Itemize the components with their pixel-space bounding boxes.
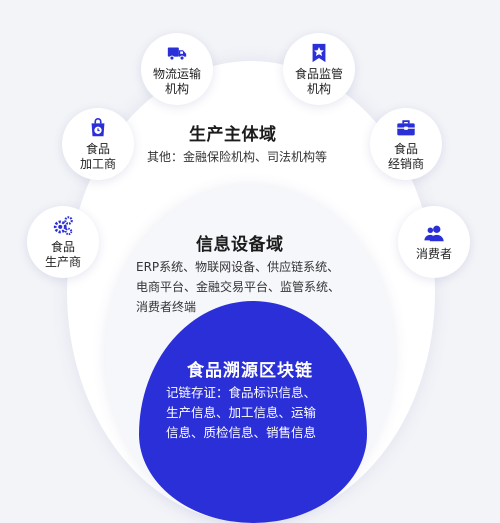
node-logistics: 物流运输 机构 [141, 33, 213, 105]
node-food-processor: 食品 加工商 [62, 108, 134, 180]
node-label-line: 食品 [50, 239, 75, 254]
node-food-regulator: 食品监管 机构 [283, 33, 355, 105]
outer-domain-desc: 其他：金融保险机构、司法机构等 [147, 150, 328, 164]
gears-icon [53, 215, 73, 235]
node-label-line: 生产商 [44, 254, 81, 269]
core-desc-line: 记链存证：食品标识信息、 [166, 385, 317, 400]
node-food-distributor: 食品 经销商 [370, 108, 442, 180]
core-desc-line: 生产信息、加工信息、运输 [166, 405, 317, 420]
node-label-line: 消费者 [415, 247, 452, 261]
node-food-producer: 食品 生产商 [27, 206, 99, 278]
middle-domain-desc-line: 消费者终端 [136, 300, 197, 314]
node-label-line: 机构 [306, 81, 331, 96]
core-desc-line: 信息、质检信息、销售信息 [166, 425, 317, 440]
node-label-line: 食品 [393, 141, 418, 156]
outer-domain-title: 生产主体域 [189, 125, 277, 145]
users-icon [424, 225, 444, 242]
node-label-line: 机构 [164, 81, 189, 96]
star-badge-icon [312, 43, 326, 62]
node-label-line: 经销商 [387, 156, 424, 171]
node-label-line: 加工商 [79, 156, 116, 171]
middle-domain-desc-line: ERP系统、物联网设备、供应链系统、 [136, 260, 340, 274]
core-title: 食品溯源区块链 [187, 361, 313, 381]
node-label-line: 食品监管 [294, 66, 343, 81]
node-consumer: 消费者 [398, 206, 470, 278]
truck-icon [167, 47, 187, 61]
middle-domain-desc-line: 电商平台、金融交易平台、监管系统、 [136, 280, 341, 294]
core-desc: 记链存证：食品标识信息、 生产信息、加工信息、运输 信息、质检信息、销售信息 [166, 383, 316, 443]
blockchain-core [139, 301, 367, 523]
middle-domain-title: 信息设备域 [196, 235, 284, 255]
middle-domain-desc: ERP系统、物联网设备、供应链系统、 电商平台、金融交易平台、监管系统、 消费者… [136, 257, 340, 317]
bag-clock-icon [91, 117, 105, 136]
node-label-line: 食品 [85, 141, 110, 156]
briefcase-icon [397, 119, 415, 135]
node-label-line: 物流运输 [152, 66, 201, 81]
